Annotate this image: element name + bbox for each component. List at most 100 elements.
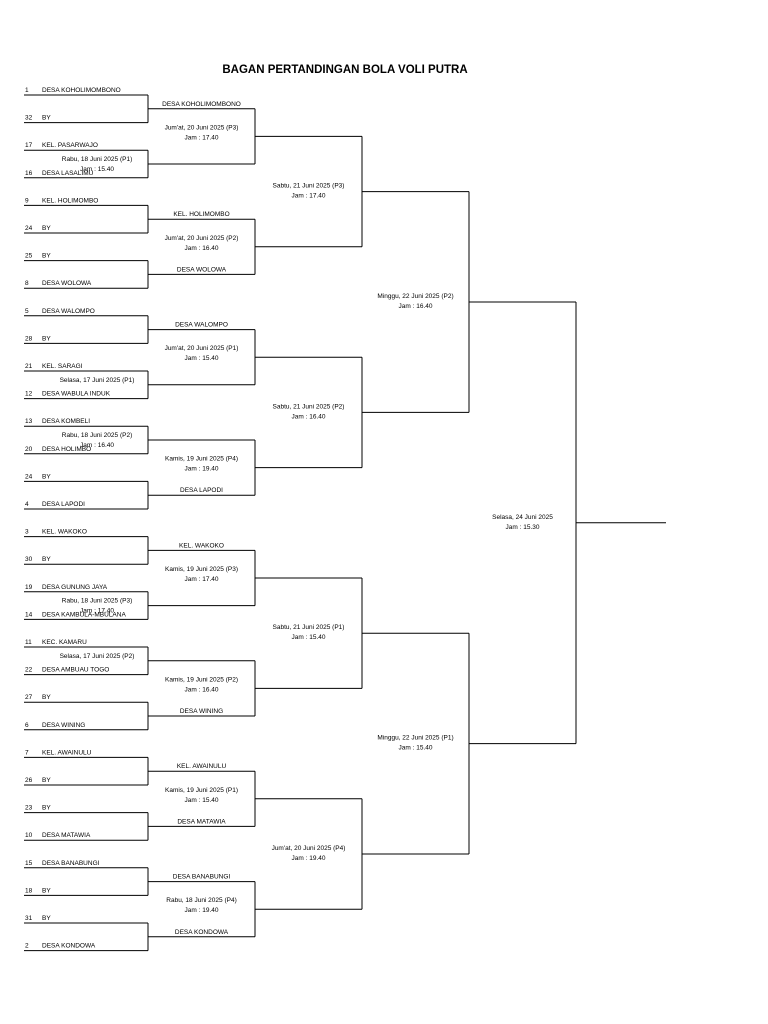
entry-name: BY [42,335,51,342]
round2-date: Kamis, 19 Juni 2025 (P4) [165,456,238,463]
entry-seed: 19 [25,584,33,591]
round1-date: Selasa, 17 Juni 2025 (P1) [60,377,135,384]
entry-name: DESA BANABUNGI [42,860,100,867]
entry-name: KEL. WAKOKO [42,529,87,536]
round1-winner: KEL. WAKOKO [179,542,224,549]
round2-time: Jam : 16.40 [185,245,219,252]
round2-time: Jam : 17.40 [185,576,219,583]
round2-date: Rabu, 18 Juni 2025 (P4) [166,897,236,904]
entry-name: BY [42,887,51,894]
entry-name: DESA KOHOLIMOMBONO [42,87,121,94]
entry-seed: 7 [25,749,29,756]
entry-seed: 18 [25,887,33,894]
round2-time: Jam : 15.40 [185,797,219,804]
round1-winner: DESA KONDOWA [175,929,229,936]
entry-name: KEL. AWAINULU [42,749,92,756]
entry-seed: 12 [25,391,33,398]
round3-time: Jam : 16.40 [292,413,326,420]
round3-time: Jam : 17.40 [292,193,326,200]
entry-name: DESA WABULA INDUK [42,391,111,398]
round1-date: Rabu, 18 Juni 2025 (P2) [62,432,132,439]
round1-time: Jam : 16.40 [80,442,114,449]
entry-seed: 32 [25,115,33,122]
entry-seed: 9 [25,197,29,204]
entry-seed: 21 [25,363,33,370]
entry-seed: 27 [25,694,33,701]
round2-time: Jam : 19.40 [185,466,219,473]
entry-seed: 31 [25,915,33,922]
round2-time: Jam : 16.40 [185,686,219,693]
round2-date: Kamis, 19 Juni 2025 (P3) [165,566,238,573]
entry-name: BY [42,225,51,232]
entry-name: KEL. HOLIMOMBO [42,197,98,204]
entry-seed: 1 [25,87,29,94]
round1-winner: DESA KOHOLIMOMBONO [162,101,241,108]
entry-seed: 3 [25,529,29,536]
round1-winner: DESA MATAWIA [177,818,226,825]
entry-seed: 24 [25,473,33,480]
entry-name: DESA WALOMPO [42,308,95,315]
entry-seed: 5 [25,308,29,315]
entry-name: DESA WOLOWA [42,280,92,287]
round2-date: Jum'at, 20 Juni 2025 (P3) [165,124,239,131]
entry-name: BY [42,915,51,922]
round1-winner: DESA WOLOWA [177,266,227,273]
entry-name: BY [42,694,51,701]
page-title: BAGAN PERTANDINGAN BOLA VOLI PUTRA [222,64,467,76]
entry-seed: 2 [25,943,29,950]
round3-date: Jum'at, 20 Juni 2025 (P4) [272,845,346,852]
round2-time: Jam : 19.40 [185,907,219,914]
entry-seed: 22 [25,667,33,674]
entry-name: DESA KAMBULA-MBULANA [42,611,126,618]
round1-date: Selasa, 17 Juni 2025 (P2) [60,653,135,660]
final-time: Jam : 15.30 [506,524,540,531]
entry-seed: 13 [25,418,33,425]
entry-name: BY [42,777,51,784]
entry-seed: 17 [25,142,33,149]
round1-date: Rabu, 18 Juni 2025 (P1) [62,156,132,163]
round3-time: Jam : 15.40 [292,634,326,641]
entry-name: DESA AMBUAU TOGO [42,667,109,674]
entry-seed: 23 [25,805,33,812]
entry-name: BY [42,473,51,480]
entry-name: DESA LAPODI [42,501,85,508]
entry-seed: 25 [25,253,33,260]
entry-name: KEC. KAMARU [42,639,87,646]
round3-date: Sabtu, 21 Juni 2025 (P2) [273,403,345,410]
round1-date: Rabu, 18 Juni 2025 (P3) [62,598,132,605]
entry-name: DESA GUNUNG JAYA [42,584,108,591]
entry-seed: 11 [25,639,32,646]
entry-name: BY [42,253,51,260]
round1-winner: KEL. HOLIMOMBO [173,211,229,218]
round2-date: Jum'at, 20 Juni 2025 (P1) [165,345,239,352]
round3-date: Sabtu, 21 Juni 2025 (P3) [273,183,345,190]
entry-seed: 26 [25,777,33,784]
round1-winner: DESA WINING [180,708,223,715]
round2-time: Jam : 17.40 [185,134,219,141]
entry-seed: 8 [25,280,29,287]
entry-seed: 10 [25,832,33,839]
entry-name: DESA KONDOWA [42,943,96,950]
round1-winner: DESA LAPODI [180,487,223,494]
round4-date: Minggu, 22 Juni 2025 (P2) [377,293,453,300]
round1-time: Jam : 17.40 [80,608,114,615]
round2-time: Jam : 15.40 [185,355,219,362]
round2-date: Kamis, 19 Juni 2025 (P2) [165,676,238,683]
round4-date: Minggu, 22 Juni 2025 (P1) [377,735,453,742]
entry-seed: 4 [25,501,29,508]
entry-seed: 24 [25,225,33,232]
entry-seed: 30 [25,556,33,563]
round3-time: Jam : 19.40 [292,855,326,862]
round1-winner: KEL. AWAINULU [177,763,227,770]
entry-name: DESA MATAWIA [42,832,91,839]
entry-seed: 6 [25,722,29,729]
round1-time: Jam : 15.40 [80,166,114,173]
entry-seed: 20 [25,446,33,453]
entry-name: DESA WINING [42,722,85,729]
entry-name: DESA HOLIMBO [42,446,91,453]
entry-seed: 14 [25,611,33,618]
entry-seed: 15 [25,860,33,867]
entry-name: BY [42,115,51,122]
